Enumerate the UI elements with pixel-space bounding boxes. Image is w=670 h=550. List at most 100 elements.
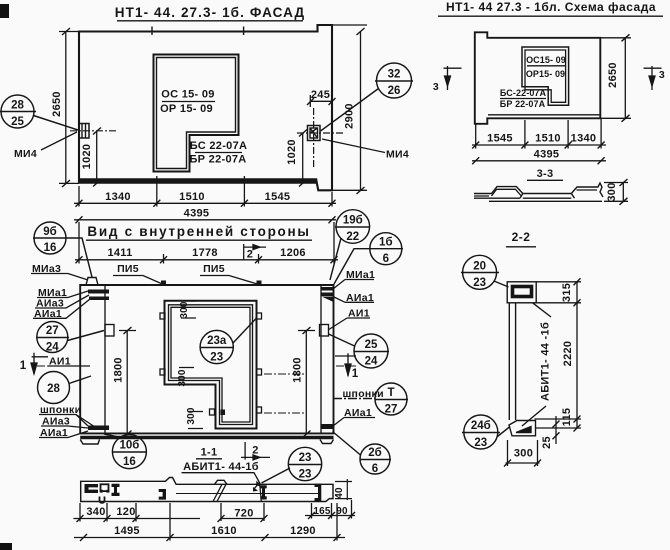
svg-text:115: 115	[561, 408, 573, 427]
svg-text:АИа1: АИа1	[34, 308, 62, 320]
svg-text:БР 22-07А: БР 22-07А	[500, 99, 546, 109]
svg-text:АИа3: АИа3	[36, 298, 64, 310]
svg-text:1610: 1610	[211, 525, 237, 537]
svg-text:АИ1: АИ1	[348, 308, 370, 320]
svg-text:26: 26	[388, 85, 401, 97]
svg-text:32: 32	[388, 69, 401, 81]
svg-text:720: 720	[234, 508, 253, 520]
svg-text:1020: 1020	[81, 144, 93, 170]
svg-text:300: 300	[514, 448, 533, 460]
svg-text:1-1: 1-1	[201, 447, 218, 459]
svg-text:23а: 23а	[207, 335, 227, 347]
svg-text:БР 22-07А: БР 22-07А	[189, 154, 246, 166]
svg-text:27: 27	[46, 325, 59, 337]
svg-text:40: 40	[334, 487, 345, 499]
svg-text:ПИ5: ПИ5	[203, 263, 225, 275]
svg-text:МИа1: МИа1	[38, 287, 67, 299]
svg-text:1800: 1800	[113, 357, 125, 383]
svg-text:25: 25	[541, 436, 553, 449]
svg-text:23: 23	[299, 452, 312, 464]
svg-text:22: 22	[346, 231, 359, 243]
svg-text:АИ1: АИ1	[49, 356, 71, 368]
svg-text:2900: 2900	[344, 103, 356, 129]
svg-text:28: 28	[47, 383, 60, 395]
svg-text:АИа3: АИа3	[42, 416, 70, 428]
svg-text:2220: 2220	[562, 341, 574, 367]
svg-text:1340: 1340	[571, 133, 597, 145]
svg-text:1545: 1545	[265, 191, 291, 203]
svg-text:1: 1	[352, 368, 359, 380]
svg-text:ОР 15- 09: ОР 15- 09	[160, 103, 213, 115]
svg-text:1020: 1020	[286, 139, 298, 165]
svg-text:23: 23	[299, 469, 312, 481]
svg-text:90: 90	[336, 506, 348, 517]
svg-text:МИ4: МИ4	[386, 149, 409, 161]
svg-text:300: 300	[186, 407, 197, 425]
svg-text:1340: 1340	[105, 191, 131, 203]
svg-text:24: 24	[365, 356, 378, 368]
svg-text:1545: 1545	[487, 133, 513, 145]
svg-text:6: 6	[383, 253, 389, 265]
svg-text:ОС15- 09: ОС15- 09	[526, 55, 566, 65]
svg-text:315: 315	[561, 283, 573, 302]
svg-text:300: 300	[179, 301, 190, 319]
svg-text:2650: 2650	[607, 62, 619, 88]
svg-text:24: 24	[46, 342, 59, 354]
svg-text:3: 3	[433, 81, 439, 93]
svg-text:1778: 1778	[192, 247, 218, 259]
svg-text:3-3: 3-3	[537, 168, 554, 180]
svg-text:Вид с внутренней стороны: Вид с внутренней стороны	[87, 224, 310, 239]
svg-text:10б: 10б	[119, 440, 139, 452]
svg-text:АИа1: АИа1	[344, 407, 372, 419]
svg-text:МИа1: МИа1	[346, 269, 375, 281]
svg-text:23: 23	[474, 437, 487, 449]
svg-text:3: 3	[659, 69, 665, 81]
svg-text:9б: 9б	[43, 226, 57, 238]
svg-text:шпонки: шпонки	[343, 388, 384, 400]
svg-text:НТ1- 44 27.3 - 1бл. Схема фас: НТ1- 44 27.3 - 1бл. Схема фасада	[446, 0, 656, 14]
svg-text:АБИТ1- 44-1б: АБИТ1- 44-1б	[183, 461, 259, 473]
svg-text:120: 120	[116, 506, 135, 518]
svg-text:2б: 2б	[368, 447, 382, 459]
svg-text:МИ4: МИ4	[14, 148, 37, 160]
svg-text:1290: 1290	[290, 525, 316, 537]
svg-text:1411: 1411	[107, 247, 132, 259]
svg-text:ОР15- 09: ОР15- 09	[526, 69, 565, 79]
svg-text:1б: 1б	[379, 237, 393, 249]
svg-text:1206: 1206	[280, 247, 306, 259]
svg-text:6: 6	[372, 463, 378, 475]
svg-text:245: 245	[311, 89, 330, 101]
svg-text:2650: 2650	[51, 91, 63, 117]
svg-text:16: 16	[44, 242, 57, 254]
svg-text:БС 22-07А: БС 22-07А	[190, 140, 248, 152]
svg-text:НТ1- 44. 27.3- 1б. ФАСАД: НТ1- 44. 27.3- 1б. ФАСАД	[115, 5, 305, 20]
svg-text:28: 28	[11, 100, 24, 112]
svg-text:340: 340	[86, 506, 105, 518]
svg-text:1800: 1800	[292, 357, 304, 383]
svg-text:шпонки: шпонки	[40, 404, 81, 416]
svg-text:24б: 24б	[471, 420, 491, 432]
svg-text:2: 2	[252, 445, 258, 457]
svg-text:4395: 4395	[534, 149, 560, 161]
svg-text:23: 23	[210, 352, 223, 364]
svg-text:165: 165	[313, 506, 331, 517]
svg-text:АИа1: АИа1	[346, 292, 374, 304]
svg-text:23: 23	[473, 277, 486, 289]
svg-text:1: 1	[20, 360, 27, 372]
svg-text:19б: 19б	[343, 215, 363, 227]
svg-text:2-2: 2-2	[512, 230, 531, 244]
svg-text:1495: 1495	[114, 525, 140, 537]
svg-text:25: 25	[11, 116, 24, 128]
svg-text:ОС 15- 09: ОС 15- 09	[161, 89, 214, 101]
svg-text:Т: Т	[387, 387, 394, 399]
svg-text:БС-22-07А: БС-22-07А	[500, 88, 547, 98]
svg-text:300: 300	[177, 369, 188, 387]
svg-text:МИа3: МИа3	[32, 263, 61, 275]
svg-text:АИа1: АИа1	[40, 427, 68, 439]
svg-text:АБИТ1- 44 -1б: АБИТ1- 44 -1б	[540, 322, 552, 401]
svg-text:4395: 4395	[184, 208, 210, 220]
svg-text:ПИ5: ПИ5	[117, 263, 139, 275]
svg-text:16: 16	[123, 456, 136, 468]
svg-text:20: 20	[473, 261, 486, 273]
svg-text:1510: 1510	[179, 191, 205, 203]
